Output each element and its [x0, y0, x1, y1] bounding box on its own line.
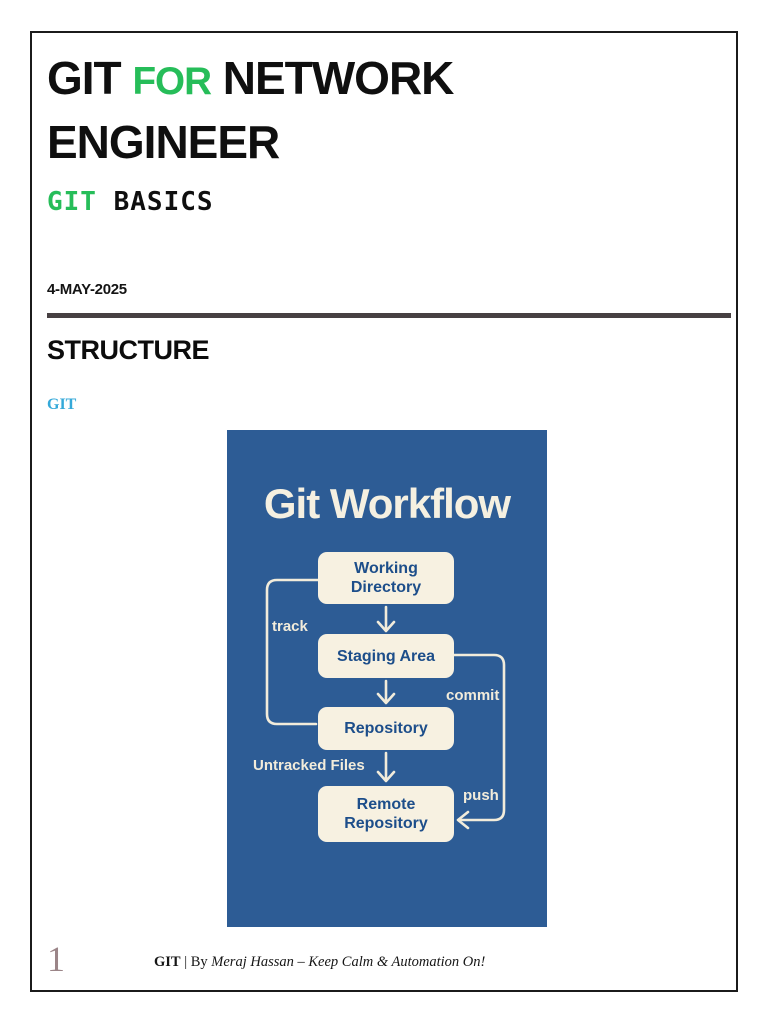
arrowhead-push — [456, 810, 470, 830]
git-workflow-diagram: Git Workflow Working Directory Staging A… — [227, 430, 547, 927]
node-working-directory: Working Directory — [318, 552, 454, 604]
page-number: 1 — [47, 939, 65, 979]
section-subheading: GIT — [47, 396, 77, 413]
edge-commit-push-path — [452, 653, 506, 822]
doc-title-part1: GIT — [47, 52, 133, 104]
footer-doc-label: GIT — [154, 954, 181, 970]
doc-title: GIT FOR NETWORK ENGINEER — [47, 48, 612, 172]
arrowhead-repository-to-remote — [376, 770, 396, 783]
edge-label-track: track — [272, 618, 308, 635]
arrowhead-staging-to-repository — [376, 692, 396, 705]
node-remote-repository: Remote Repository — [318, 786, 454, 842]
edge-label-push: push — [463, 787, 499, 804]
footer-byline: GIT | By Meraj Hassan – Keep Calm & Auto… — [154, 954, 485, 971]
section-divider-rule — [47, 313, 731, 318]
diagram-title: Git Workflow — [263, 480, 511, 527]
footer-separator: | By — [180, 954, 212, 970]
doc-subtitle-highlight: GIT — [47, 187, 97, 217]
doc-subtitle: GIT BASICS — [47, 185, 214, 219]
doc-title-highlight: FOR — [132, 60, 212, 103]
edge-label-untracked-files: Untracked Files — [253, 757, 365, 774]
edge-label-commit: commit — [446, 687, 500, 704]
arrowhead-working-to-staging — [376, 620, 396, 633]
node-repository: Repository — [318, 707, 454, 750]
edge-track-path — [265, 578, 320, 726]
doc-subtitle-rest: BASICS — [96, 187, 214, 217]
diagram-connectors — [265, 578, 506, 830]
node-staging-area: Staging Area — [318, 634, 454, 678]
doc-date: 4-MAY-2025 — [47, 281, 127, 298]
document-page: GIT FOR NETWORK ENGINEER GIT BASICS 4-MA… — [30, 31, 738, 992]
section-heading: STRUCTURE — [47, 335, 210, 365]
doc-title-part3: NETWORK ENGINEER — [47, 52, 454, 168]
footer-byline-text: Meraj Hassan – Keep Calm & Automation On… — [211, 954, 486, 970]
